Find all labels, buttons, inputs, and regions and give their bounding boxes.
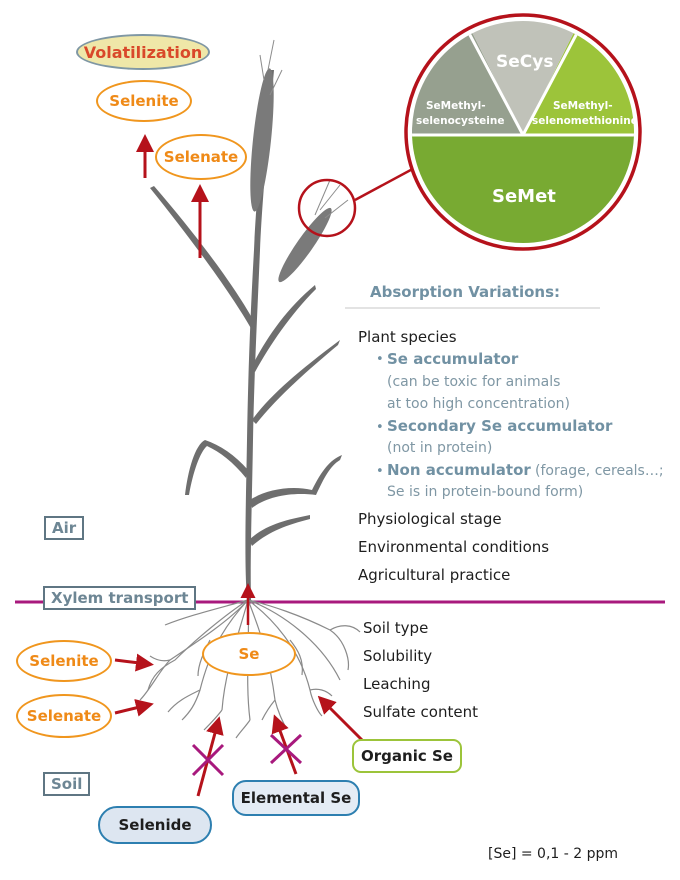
soil-factor-item: Sulfate content bbox=[363, 703, 478, 721]
magnifier-connector bbox=[354, 163, 421, 202]
air-zone-label: Air bbox=[44, 516, 85, 540]
semethyl-cysteine-label-2: selenocysteine bbox=[416, 115, 505, 127]
soil-factor-item: Leaching bbox=[363, 675, 431, 693]
blocked-cross-elemental bbox=[269, 733, 303, 765]
soil-selenite-label: Selenite bbox=[16, 640, 112, 682]
volatile-selenate-label: Selenate bbox=[155, 134, 247, 180]
bullet: • bbox=[376, 352, 384, 367]
arrow-selenite-in bbox=[114, 653, 154, 672]
soil-selenate-label: Selenate bbox=[16, 694, 112, 738]
semethyl-cysteine-label-1: SeMethyl- bbox=[426, 100, 486, 112]
semethyl-methionine-label-1: SeMethyl- bbox=[553, 100, 613, 112]
non-accumulator-note-2: Se is in protein-bound form) bbox=[387, 484, 584, 500]
root-se-label: Se bbox=[202, 632, 296, 676]
magnifier-small-circle bbox=[297, 178, 357, 238]
absorption-heading: Absorption Variations: bbox=[370, 283, 561, 301]
selenide-label: Selenide bbox=[98, 806, 212, 844]
soil-zone-label: Soil bbox=[43, 772, 91, 796]
agricultural-practice-label: Agricultural practice bbox=[358, 566, 511, 584]
secondary-accumulator-label: Secondary Se accumulator bbox=[387, 417, 613, 435]
wheat-awns bbox=[259, 39, 349, 219]
volatilization-label: Volatilization bbox=[76, 34, 210, 70]
secys-segment bbox=[466, 21, 580, 135]
non-accumulator-label: Non accumulator bbox=[387, 461, 531, 479]
soil-factor-item: Soil type bbox=[363, 619, 429, 637]
se-accumulator-note-2: at too high concentration) bbox=[387, 396, 570, 412]
organic-se-label: Organic Se bbox=[352, 739, 462, 773]
volatile-selenite-label: Selenite bbox=[96, 80, 192, 122]
environmental-conditions-label: Environmental conditions bbox=[358, 538, 550, 556]
arrow-organic-in bbox=[317, 695, 364, 742]
se-concentration-note: [Se] = 0,1 - 2 ppm bbox=[488, 846, 619, 862]
arrow-selenate-in bbox=[114, 699, 154, 717]
wheat-plant bbox=[150, 68, 342, 600]
se-accumulator-label: Se accumulator bbox=[387, 350, 519, 368]
secys-label: SeCys bbox=[496, 52, 554, 72]
secondary-accumulator-note: (not in protein) bbox=[387, 440, 493, 456]
se-accumulator-note-1: (can be toxic for animals bbox=[387, 374, 561, 390]
semet-label: SeMet bbox=[492, 186, 556, 207]
physiological-stage-label: Physiological stage bbox=[358, 510, 502, 528]
blocked-cross-selenide bbox=[191, 743, 225, 777]
bullet: • bbox=[376, 420, 384, 435]
plant-species-label: Plant species bbox=[358, 328, 457, 346]
soil-factor-item: Solubility bbox=[363, 647, 433, 665]
semethyl-methionine-label-2: selenomethionine bbox=[532, 115, 638, 127]
xylem-transport-label: Xylem transport bbox=[43, 586, 197, 610]
composition-circle bbox=[404, 13, 642, 251]
elemental-se-label: Elemental Se bbox=[232, 780, 360, 816]
bullet: • bbox=[376, 464, 384, 479]
non-accumulator-note-1: (forage, cereals…; bbox=[535, 463, 664, 479]
